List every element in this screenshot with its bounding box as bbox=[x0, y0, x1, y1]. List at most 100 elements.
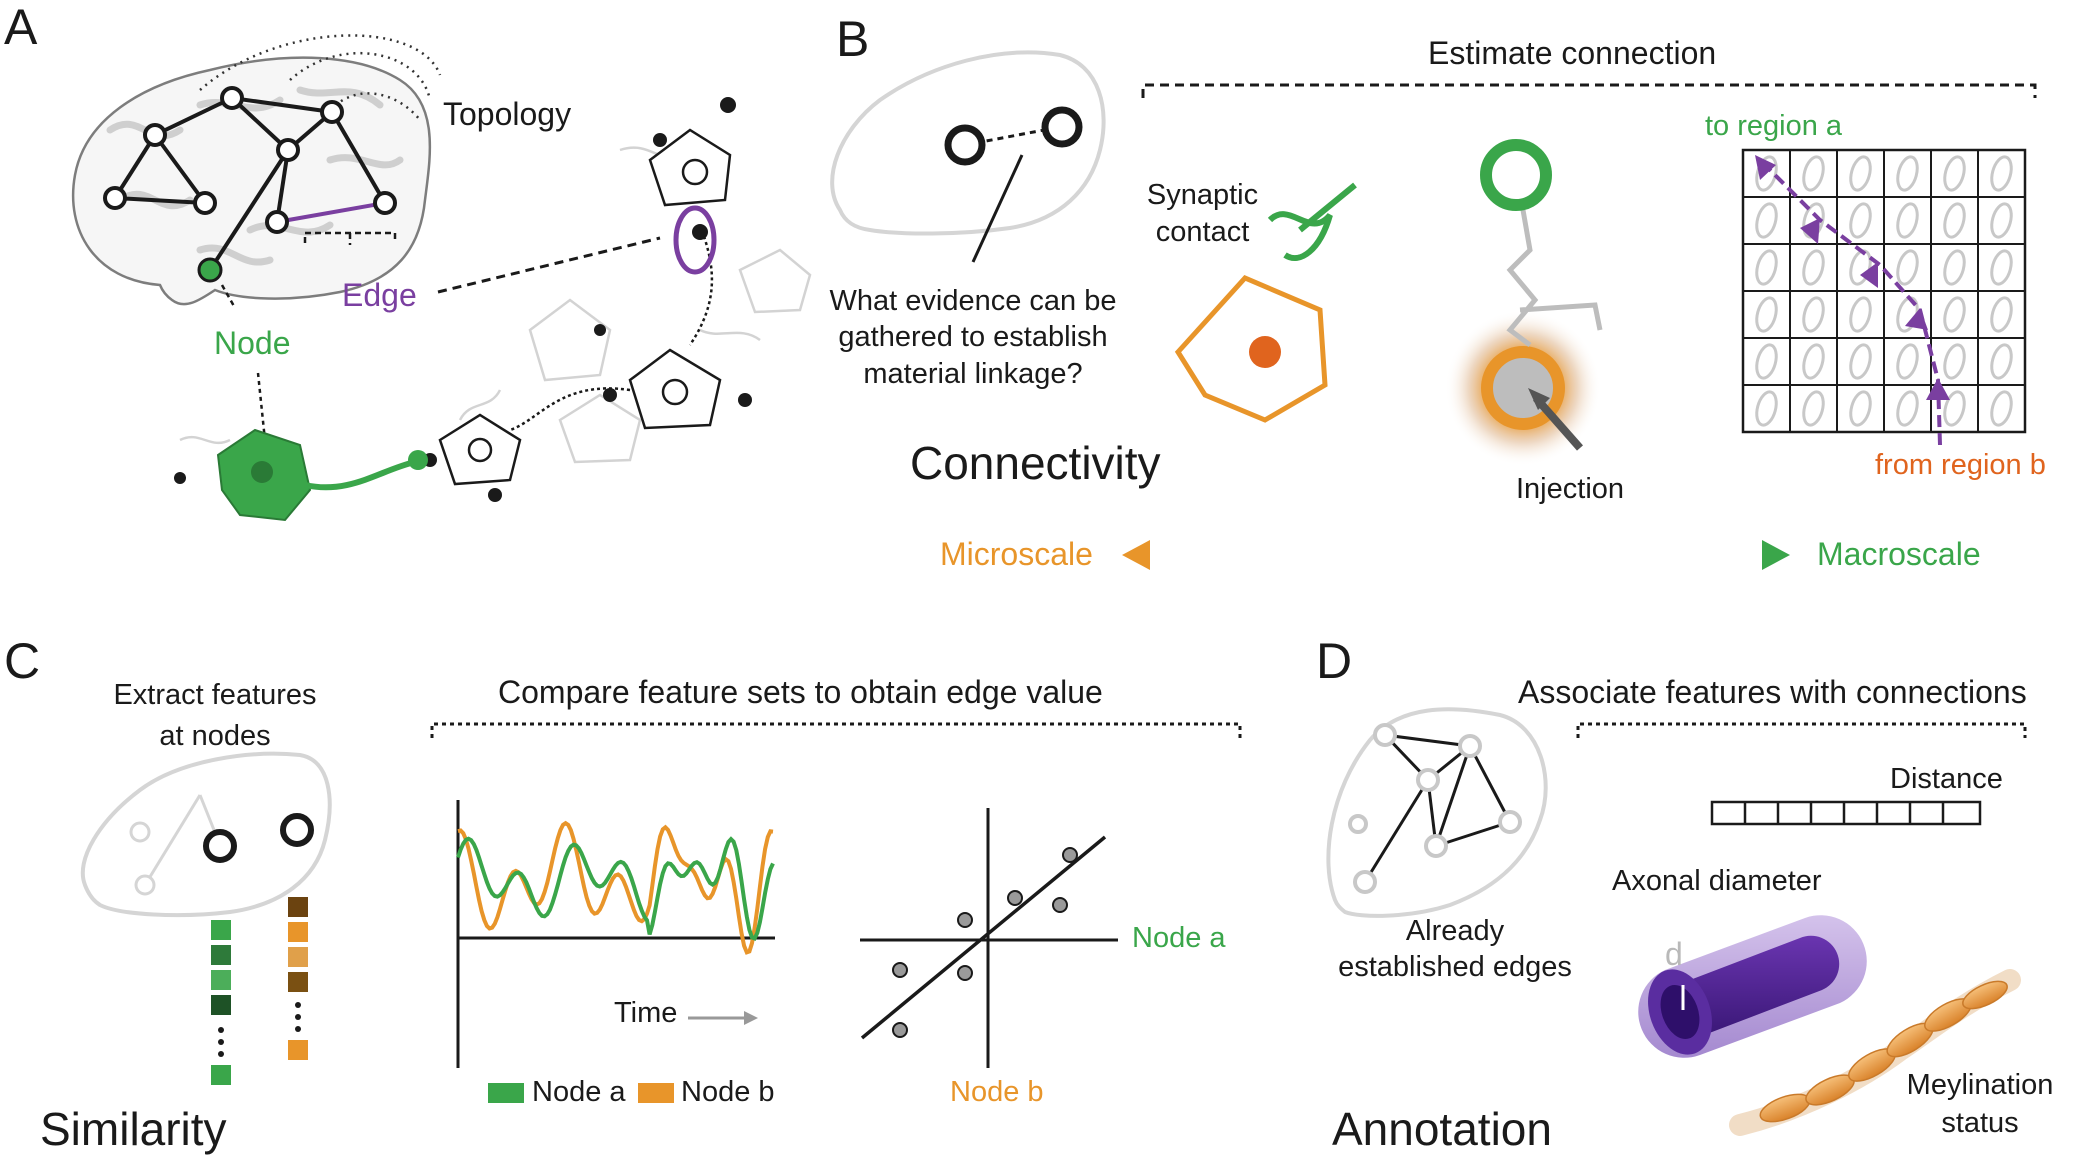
matrix-cell bbox=[1755, 343, 1778, 380]
scale-arrow-right bbox=[1762, 540, 1790, 570]
matrix-cell bbox=[1896, 249, 1919, 286]
mini-node-c2 bbox=[129, 821, 151, 843]
edge-label: Edge bbox=[342, 277, 417, 313]
series-node-a bbox=[456, 836, 775, 942]
matrix-cell bbox=[1990, 202, 2013, 239]
panel-d bbox=[1326, 707, 2027, 1136]
scatter-point bbox=[892, 1022, 908, 1038]
node-b1 bbox=[944, 124, 986, 166]
matrix-cell bbox=[1849, 343, 1872, 380]
dendrite-tufts bbox=[174, 97, 752, 502]
question-line-1: What evidence can be bbox=[829, 285, 1117, 317]
scatter-x-label: Node b bbox=[950, 1076, 1044, 1108]
question-pointer bbox=[971, 154, 1024, 263]
scatter-point bbox=[892, 962, 908, 978]
scatter-plot bbox=[860, 808, 1118, 1068]
matrix-cell bbox=[1849, 202, 1872, 239]
matrix-cell bbox=[1990, 343, 2013, 380]
matrix-cell bbox=[1943, 343, 1966, 380]
matrix-cell bbox=[1802, 296, 1825, 333]
matrix-cell bbox=[1849, 155, 1872, 192]
connectivity-label: Connectivity bbox=[910, 437, 1161, 489]
matrix-cell bbox=[1849, 296, 1872, 333]
time-label: Time bbox=[614, 997, 678, 1029]
green-neuron bbox=[216, 428, 428, 522]
meylination-label-1: Meylination bbox=[1906, 1069, 2054, 1101]
target-site bbox=[1480, 139, 1552, 211]
scatter-point bbox=[1007, 890, 1023, 906]
node-highlight bbox=[197, 257, 223, 283]
node-c-b bbox=[280, 813, 314, 847]
node-connector bbox=[220, 284, 237, 309]
topology-label: Topology bbox=[443, 96, 572, 132]
scatter-point bbox=[1052, 897, 1068, 913]
matrix-cell bbox=[1802, 390, 1825, 427]
matrix-cell bbox=[1755, 249, 1778, 286]
question-line-2: gathered to establish bbox=[838, 321, 1108, 353]
faint-neurons bbox=[179, 146, 812, 464]
associate-bracket bbox=[1576, 722, 2027, 738]
feature-squares-a bbox=[211, 920, 231, 1085]
scatter-y-label: Node a bbox=[1132, 922, 1226, 954]
scale-arrow-left bbox=[1122, 540, 1150, 570]
matrix-cell bbox=[1896, 390, 1919, 427]
panel-letter-b: B bbox=[836, 11, 870, 67]
injection-label: Injection bbox=[1516, 473, 1625, 505]
panel-letter-c: C bbox=[4, 633, 41, 689]
matrix-cell bbox=[1896, 202, 1919, 239]
edge-bracket bbox=[303, 231, 397, 245]
regression-line bbox=[860, 835, 1107, 1040]
topology-arcs bbox=[199, 34, 442, 121]
scatter-point bbox=[957, 965, 973, 981]
panel-c bbox=[80, 722, 1242, 1103]
legend-swatch-b bbox=[638, 1083, 674, 1103]
extract-features-2: at nodes bbox=[159, 720, 271, 752]
established-nodes bbox=[1348, 723, 1522, 894]
scatter-point bbox=[957, 912, 973, 928]
synapse-highlight bbox=[673, 205, 717, 275]
connectivity-matrix bbox=[1741, 148, 2027, 446]
panel-a bbox=[71, 34, 812, 522]
diameter-d-label: d bbox=[1665, 936, 1683, 972]
compare-bracket bbox=[430, 722, 1242, 738]
matrix-cell bbox=[1990, 155, 2013, 192]
matrix-cell bbox=[1943, 202, 1966, 239]
already-established-1: Already bbox=[1405, 915, 1505, 947]
matrix-cell bbox=[1990, 249, 2013, 286]
legend-label-a: Node a bbox=[532, 1076, 626, 1108]
macroscale-label: Macroscale bbox=[1817, 536, 1981, 572]
panel-b bbox=[830, 50, 2037, 570]
mini-node-c1 bbox=[134, 874, 156, 896]
legend-label-b: Node b bbox=[681, 1076, 775, 1108]
matrix-cell bbox=[1802, 155, 1825, 192]
brain-mini-d bbox=[1326, 707, 1548, 918]
orange-neuron bbox=[1174, 275, 1328, 423]
matrix-cell bbox=[1943, 249, 1966, 286]
distance-ruler bbox=[1710, 800, 1982, 826]
edge-highlight bbox=[276, 201, 386, 224]
microscale-label: Microscale bbox=[940, 536, 1093, 572]
time-arrowhead bbox=[744, 1011, 758, 1025]
estimate-bracket bbox=[1141, 83, 2037, 98]
meylination-label-2: status bbox=[1941, 1107, 2019, 1139]
axonal-diameter-label: Axonal diameter bbox=[1612, 865, 1822, 897]
associate-title: Associate features with connections bbox=[1518, 674, 2027, 710]
path-arrowheads bbox=[1755, 155, 1950, 400]
to-region-label: to region a bbox=[1705, 110, 1843, 142]
established-edges bbox=[1363, 733, 1512, 883]
already-established-2: established edges bbox=[1338, 951, 1572, 983]
black-neurons bbox=[438, 128, 732, 486]
feature-squares-b bbox=[288, 897, 308, 1060]
brain-mini-c bbox=[80, 751, 332, 918]
from-region-label: from region b bbox=[1875, 449, 2046, 481]
synaptic-label-2: contact bbox=[1155, 216, 1250, 248]
synaptic-label-1: Synaptic bbox=[1146, 179, 1259, 211]
panel-letter-a: A bbox=[4, 0, 38, 55]
legend-swatch-a bbox=[488, 1083, 524, 1103]
matrix-cell bbox=[1755, 390, 1778, 427]
extract-features-1: Extract features bbox=[113, 679, 317, 711]
matrix-cell bbox=[1943, 390, 1966, 427]
distance-label: Distance bbox=[1890, 763, 2003, 795]
matrix-cell bbox=[1755, 202, 1778, 239]
